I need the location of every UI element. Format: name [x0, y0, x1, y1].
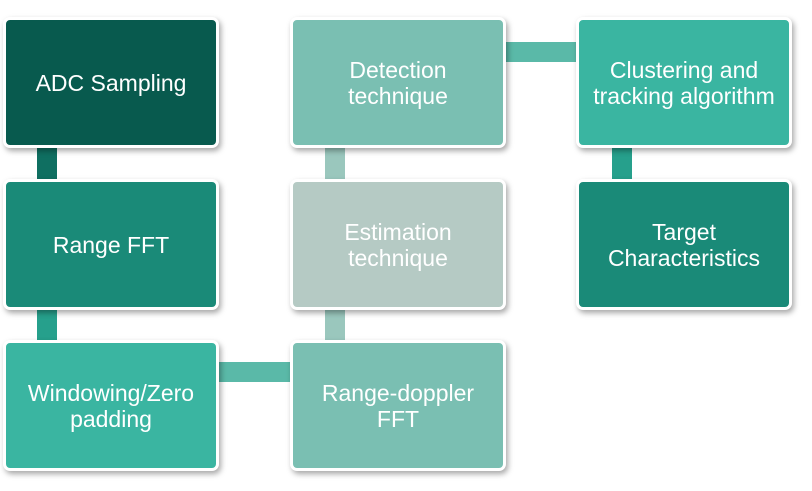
connector-clustering-target: [612, 145, 632, 185]
node-detection-technique: Detection technique: [290, 17, 506, 148]
node-clustering-tracking-label: Clustering and tracking algorithm: [593, 56, 775, 109]
node-windowing-zero-padding-label: Windowing/Zero padding: [27, 379, 195, 432]
connector-adc-range-fft: [37, 145, 57, 185]
node-windowing-zero-padding: Windowing/Zero padding: [3, 340, 219, 471]
connector-estimation-detection: [325, 145, 345, 185]
connector-range-fft-windowing: [37, 305, 57, 345]
node-detection-technique-label: Detection technique: [348, 56, 448, 109]
node-target-characteristics: Target Characteristics: [576, 179, 792, 310]
node-target-characteristics-label: Target Characteristics: [607, 218, 761, 271]
connector-detection-clustering: [503, 42, 583, 62]
node-clustering-tracking: Clustering and tracking algorithm: [576, 17, 792, 148]
node-range-fft: Range FFT: [3, 179, 219, 310]
connector-range-doppler-estimation: [325, 305, 345, 345]
node-adc-sampling-label: ADC Sampling: [35, 69, 187, 96]
node-range-doppler-fft-label: Range-doppler FFT: [321, 379, 475, 432]
node-range-fft-label: Range FFT: [52, 231, 170, 258]
node-estimation-technique-label: Estimation technique: [344, 218, 452, 271]
node-range-doppler-fft: Range-doppler FFT: [290, 340, 506, 471]
node-estimation-technique: Estimation technique: [290, 179, 506, 310]
connector-windowing-range-doppler: [215, 362, 295, 382]
node-adc-sampling: ADC Sampling: [3, 17, 219, 148]
